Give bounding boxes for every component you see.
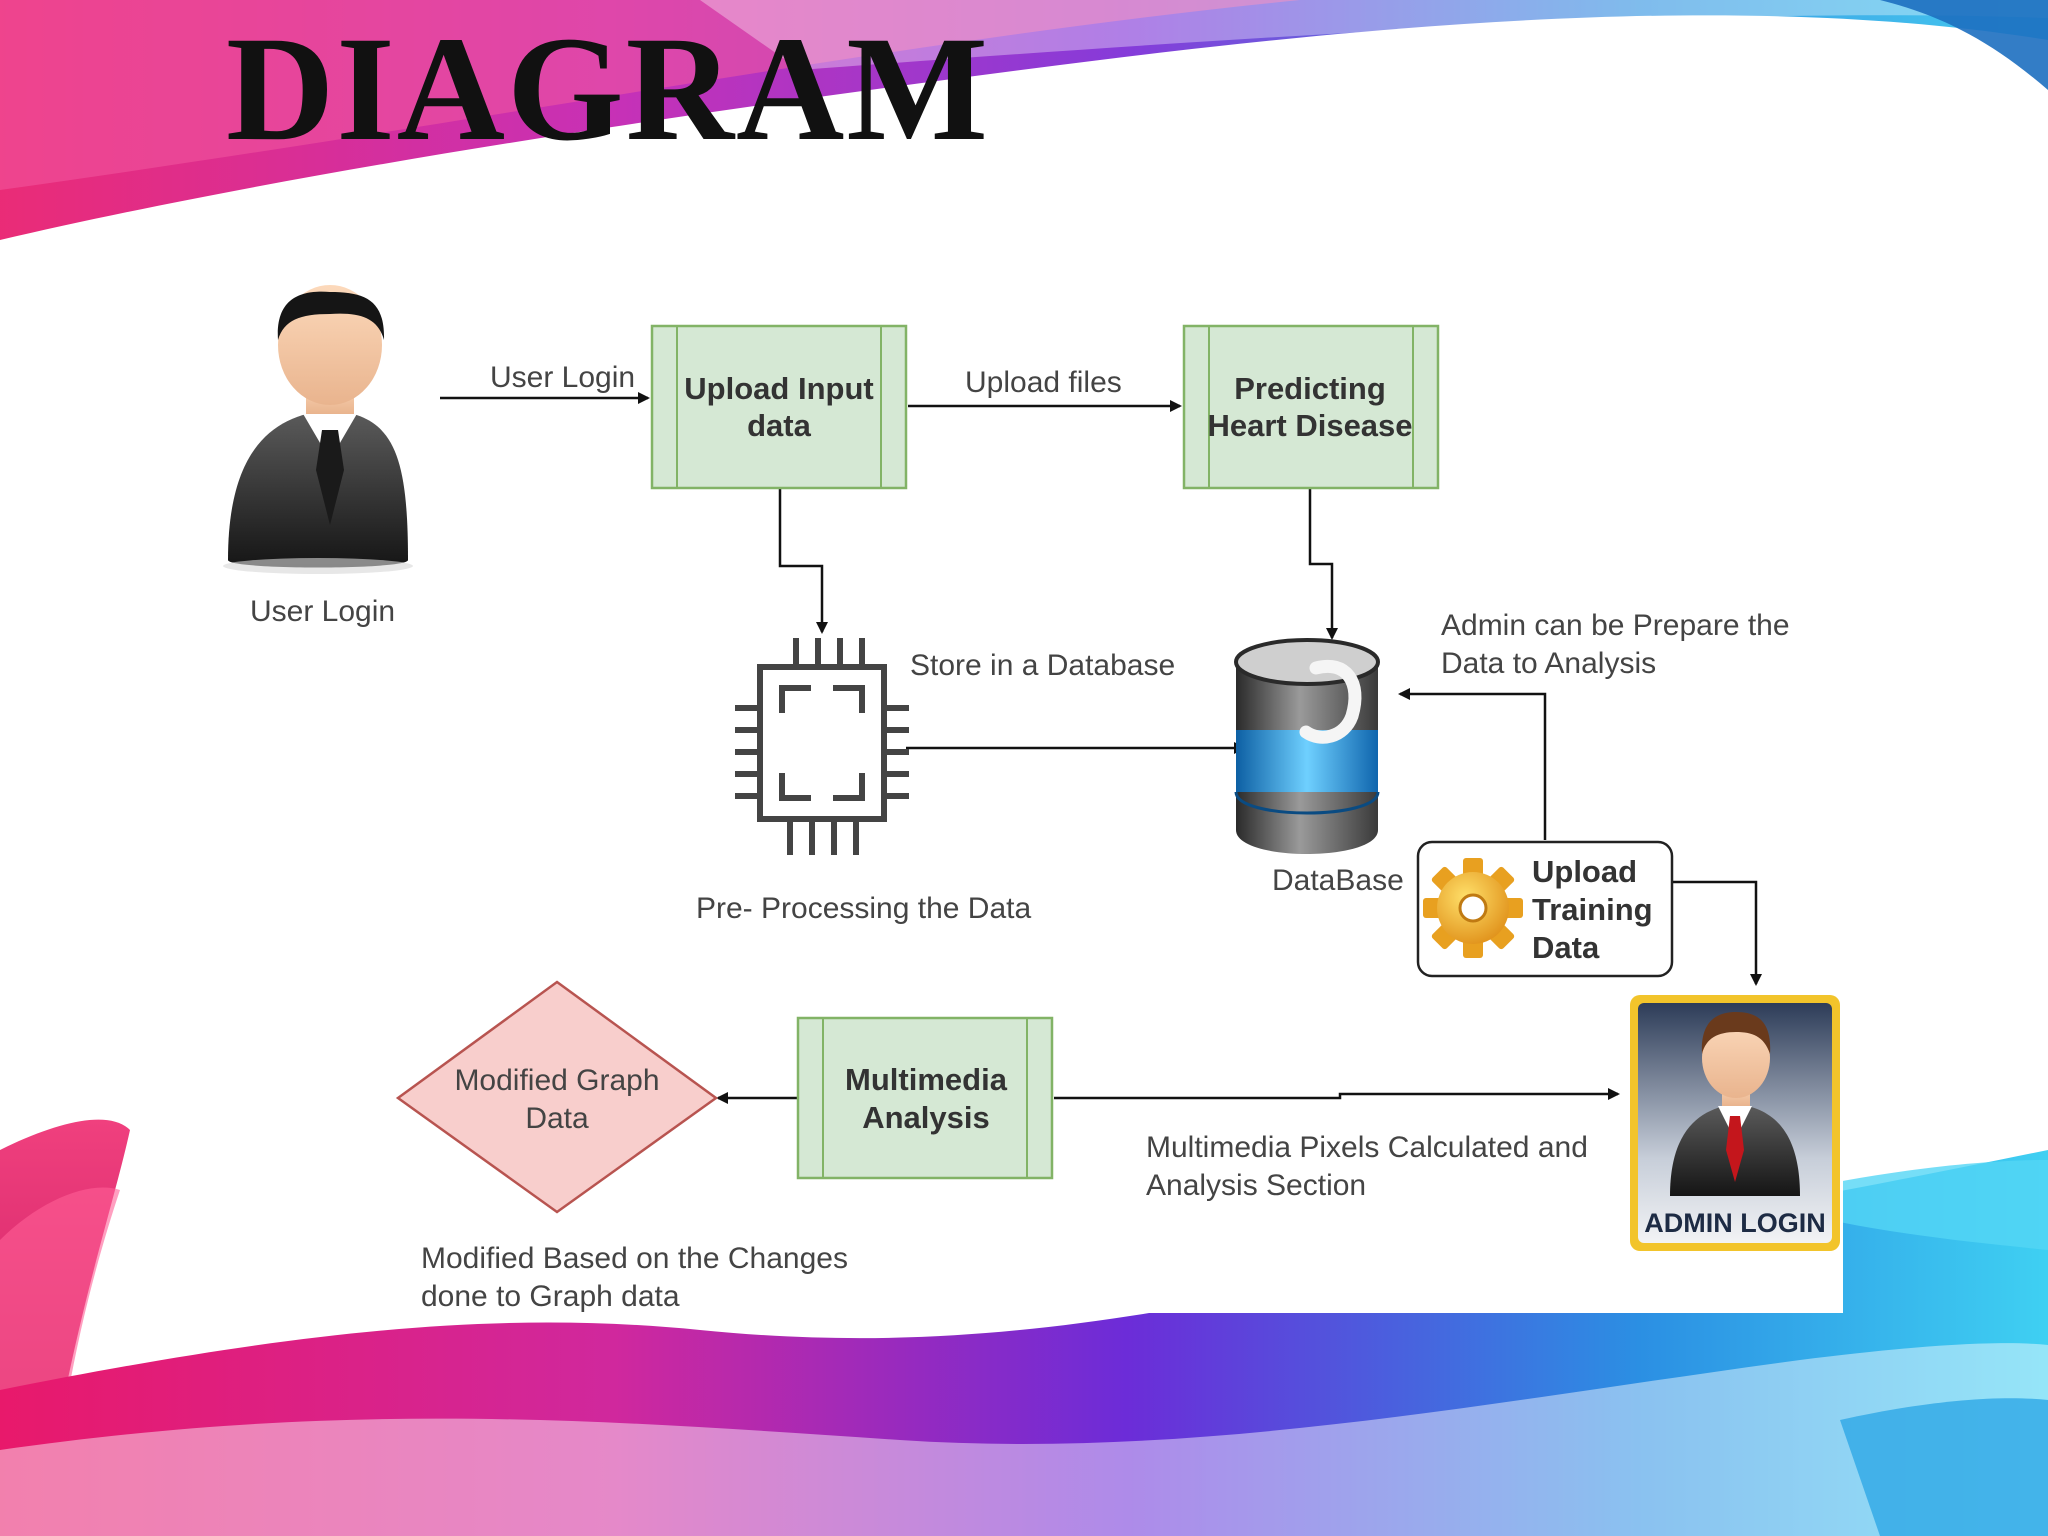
- database-cylinder-icon: [1234, 638, 1380, 854]
- edge-label-admin-prepare-2: Data to Analysis: [1441, 647, 1656, 680]
- node-upload-training: Upload Training Data: [1416, 840, 1674, 978]
- node-multimedia-line2: Analysis: [862, 1100, 990, 1135]
- admin-login-badge: ADMIN LOGIN: [1644, 1208, 1826, 1238]
- edge-label-store-db: Store in a Database: [910, 649, 1175, 682]
- edge-label-user-login: User Login: [490, 361, 635, 394]
- node-upload-input-line1: Upload Input: [684, 371, 873, 406]
- edge-upload-to-preprocessing: [778, 488, 828, 634]
- node-predicting-line2: Heart Disease: [1207, 408, 1412, 443]
- edge-label-modified-based-2: done to Graph data: [421, 1280, 680, 1313]
- edge-predicting-to-database: [1308, 488, 1338, 640]
- node-modified-graph-line1: Modified Graph: [454, 1064, 659, 1097]
- node-upload-training-line2: Training: [1532, 892, 1653, 927]
- node-upload-training-line3: Data: [1532, 930, 1600, 965]
- edge-multimedia-to-admin: [1054, 1088, 1620, 1100]
- gear-icon: [1423, 858, 1523, 958]
- node-upload-input: Upload Input data: [650, 324, 908, 490]
- edge-label-admin-prepare-1: Admin can be Prepare the: [1441, 609, 1790, 642]
- slide-title: DIAGRAM: [226, 6, 990, 172]
- node-multimedia: Multimedia Analysis: [796, 1016, 1054, 1180]
- node-upload-training-line1: Upload: [1532, 854, 1637, 889]
- node-upload-input-line2: data: [747, 408, 812, 443]
- node-predicting: Predicting Heart Disease: [1182, 324, 1440, 490]
- edge-label-modified-based-1: Modified Based on the Changes: [421, 1242, 848, 1275]
- processor-chip-icon: [735, 638, 909, 855]
- businessman-icon: [223, 285, 413, 574]
- node-database: DataBase: [1234, 638, 1404, 897]
- node-preprocessing-label: Pre- Processing the Data: [696, 892, 1031, 925]
- edge-label-upload-files: Upload files: [965, 366, 1122, 399]
- admin-businessman-icon: [1670, 1012, 1800, 1196]
- admin-actor: ADMIN LOGIN: [1630, 995, 1840, 1251]
- node-modified-graph: Modified Graph Data: [395, 980, 719, 1214]
- user-actor: User Login: [223, 285, 413, 628]
- node-preprocessing: Pre- Processing the Data: [696, 638, 1031, 925]
- edge-training-to-admin: [1672, 880, 1762, 986]
- node-database-label: DataBase: [1272, 864, 1404, 897]
- edge-training-to-database: [1398, 688, 1547, 840]
- edges: [440, 392, 1762, 1104]
- edge-label-multimedia-pixels-2: Analysis Section: [1146, 1169, 1366, 1202]
- node-modified-graph-line2: Data: [525, 1102, 589, 1135]
- edge-label-multimedia-pixels-1: Multimedia Pixels Calculated and: [1146, 1131, 1588, 1164]
- user-actor-label: User Login: [250, 595, 395, 628]
- node-multimedia-line1: Multimedia: [845, 1062, 1008, 1097]
- node-predicting-line1: Predicting: [1234, 371, 1386, 406]
